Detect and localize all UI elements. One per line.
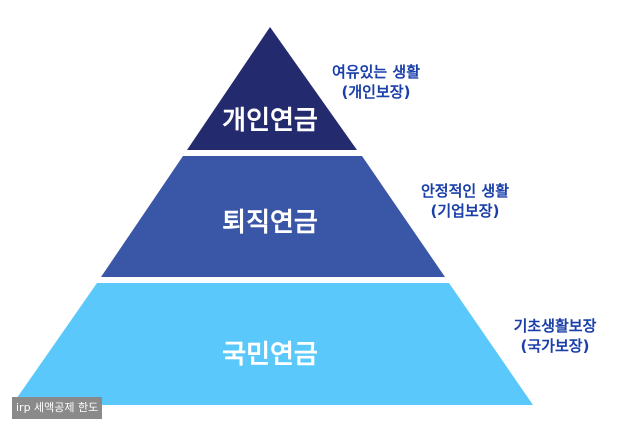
pyramid-tier-top bbox=[187, 27, 357, 150]
tier-label-personal-pension: 개인연금 bbox=[222, 106, 318, 136]
tier-note-personal-line1: 여유있는 생활 bbox=[331, 63, 421, 81]
tier-note-retirement-line2: (기업보장) bbox=[430, 202, 500, 220]
tier-note-national-line2: (국가보장) bbox=[520, 337, 590, 355]
tier-note-retirement-line1: 안정적인 생활 bbox=[420, 182, 510, 200]
pyramid-tier-middle bbox=[101, 156, 445, 277]
watermark-label: irp 세액공제 한도 bbox=[12, 397, 103, 419]
tier-note-personal: 여유있는 생활 (개인보장) bbox=[306, 62, 446, 102]
tier-label-national-pension: 국민연금 bbox=[222, 340, 318, 370]
tier-note-retirement: 안정적인 생활 (기업보장) bbox=[395, 181, 535, 221]
tier-note-national-line1: 기초생활보장 bbox=[513, 317, 597, 335]
tier-note-national: 기초생활보장 (국가보장) bbox=[485, 316, 625, 356]
pyramid-tier-bottom bbox=[12, 283, 533, 405]
tier-note-personal-line2: (개인보장) bbox=[341, 83, 411, 101]
tier-label-retirement-pension: 퇴직연금 bbox=[222, 208, 318, 238]
